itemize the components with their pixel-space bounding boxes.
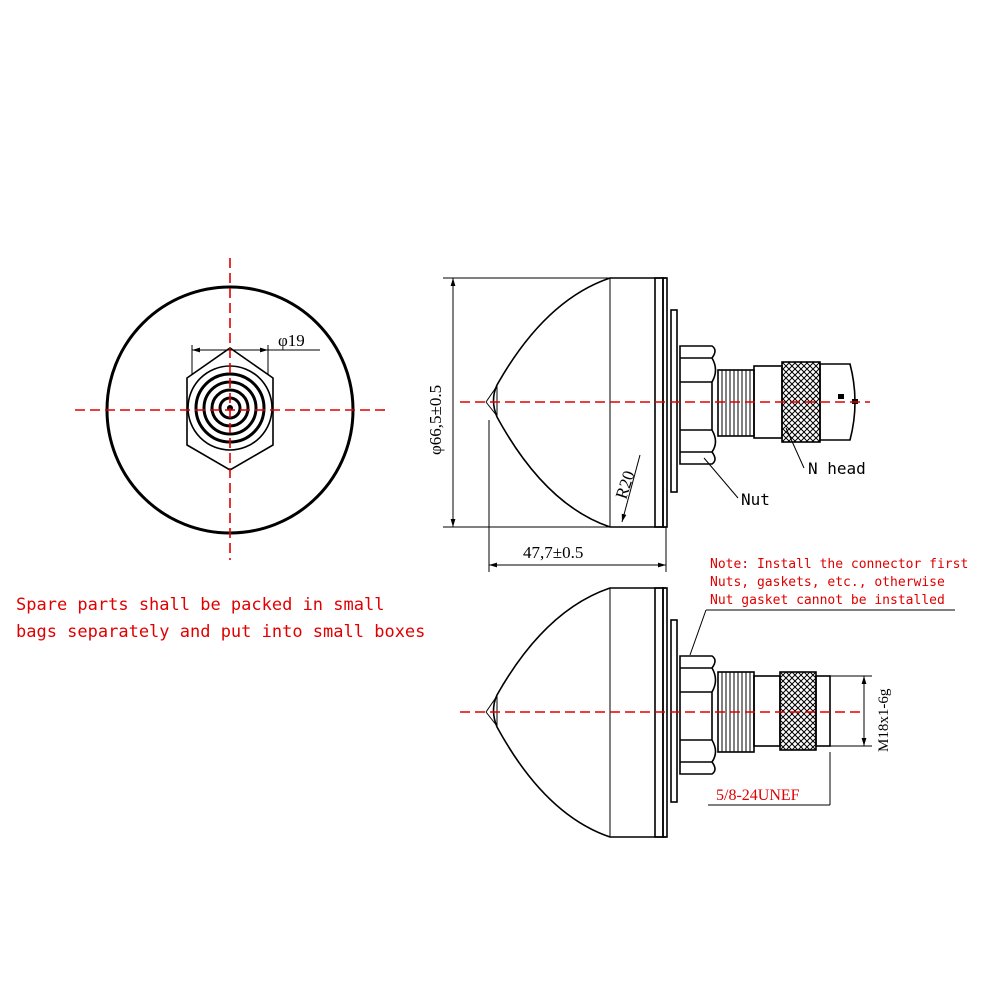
install-note-line-2: Nuts, gaskets, etc., otherwise xyxy=(710,575,945,590)
top-view: φ19 xyxy=(75,258,385,560)
thread-dimension-label: M18x1-6g xyxy=(876,688,892,752)
install-note-line-3: Nut gasket cannot be installed xyxy=(710,593,945,608)
assembly-view: M18x1-6g 5/8-24UNEF xyxy=(460,587,955,838)
side-view: φ66,5±0.5 47,7±0.5 R20 Nut N head xyxy=(426,277,870,572)
spare-parts-line-1: Spare parts shall be packed in small xyxy=(16,595,384,615)
spare-parts-line-2: bags separately and put into small boxes xyxy=(16,622,425,642)
assembly-hex-nut xyxy=(679,655,717,775)
radius-label: R20 xyxy=(612,468,639,501)
n-head-label: N head xyxy=(808,459,866,478)
length-dimension-label: 47,7±0.5 xyxy=(523,543,583,562)
spare-parts-note: Spare parts shall be packed in small bag… xyxy=(16,595,425,642)
gasket xyxy=(670,309,678,493)
install-note-line-1: Note: Install the connector first xyxy=(710,557,968,572)
n-head-leader xyxy=(785,427,805,469)
diameter-label: φ19 xyxy=(278,331,305,350)
cone-body-outline xyxy=(492,277,666,528)
assembly-knurl xyxy=(779,671,817,751)
note-leader-diagonal xyxy=(689,609,707,656)
height-dimension-label: φ66,5±0.5 xyxy=(426,385,445,455)
n-head-cap xyxy=(819,363,856,441)
side-hex-nut xyxy=(679,345,717,465)
threaded-shaft xyxy=(717,369,755,437)
nut-leader xyxy=(703,457,739,499)
assembly-gasket xyxy=(670,619,678,803)
unef-label: 5/8-24UNEF xyxy=(716,787,800,804)
nut-label: Nut xyxy=(741,490,770,509)
radius-leader xyxy=(621,454,641,523)
install-note: Note: Install the connector first Nuts, … xyxy=(710,557,968,608)
assembly-cone-outline xyxy=(492,587,666,838)
